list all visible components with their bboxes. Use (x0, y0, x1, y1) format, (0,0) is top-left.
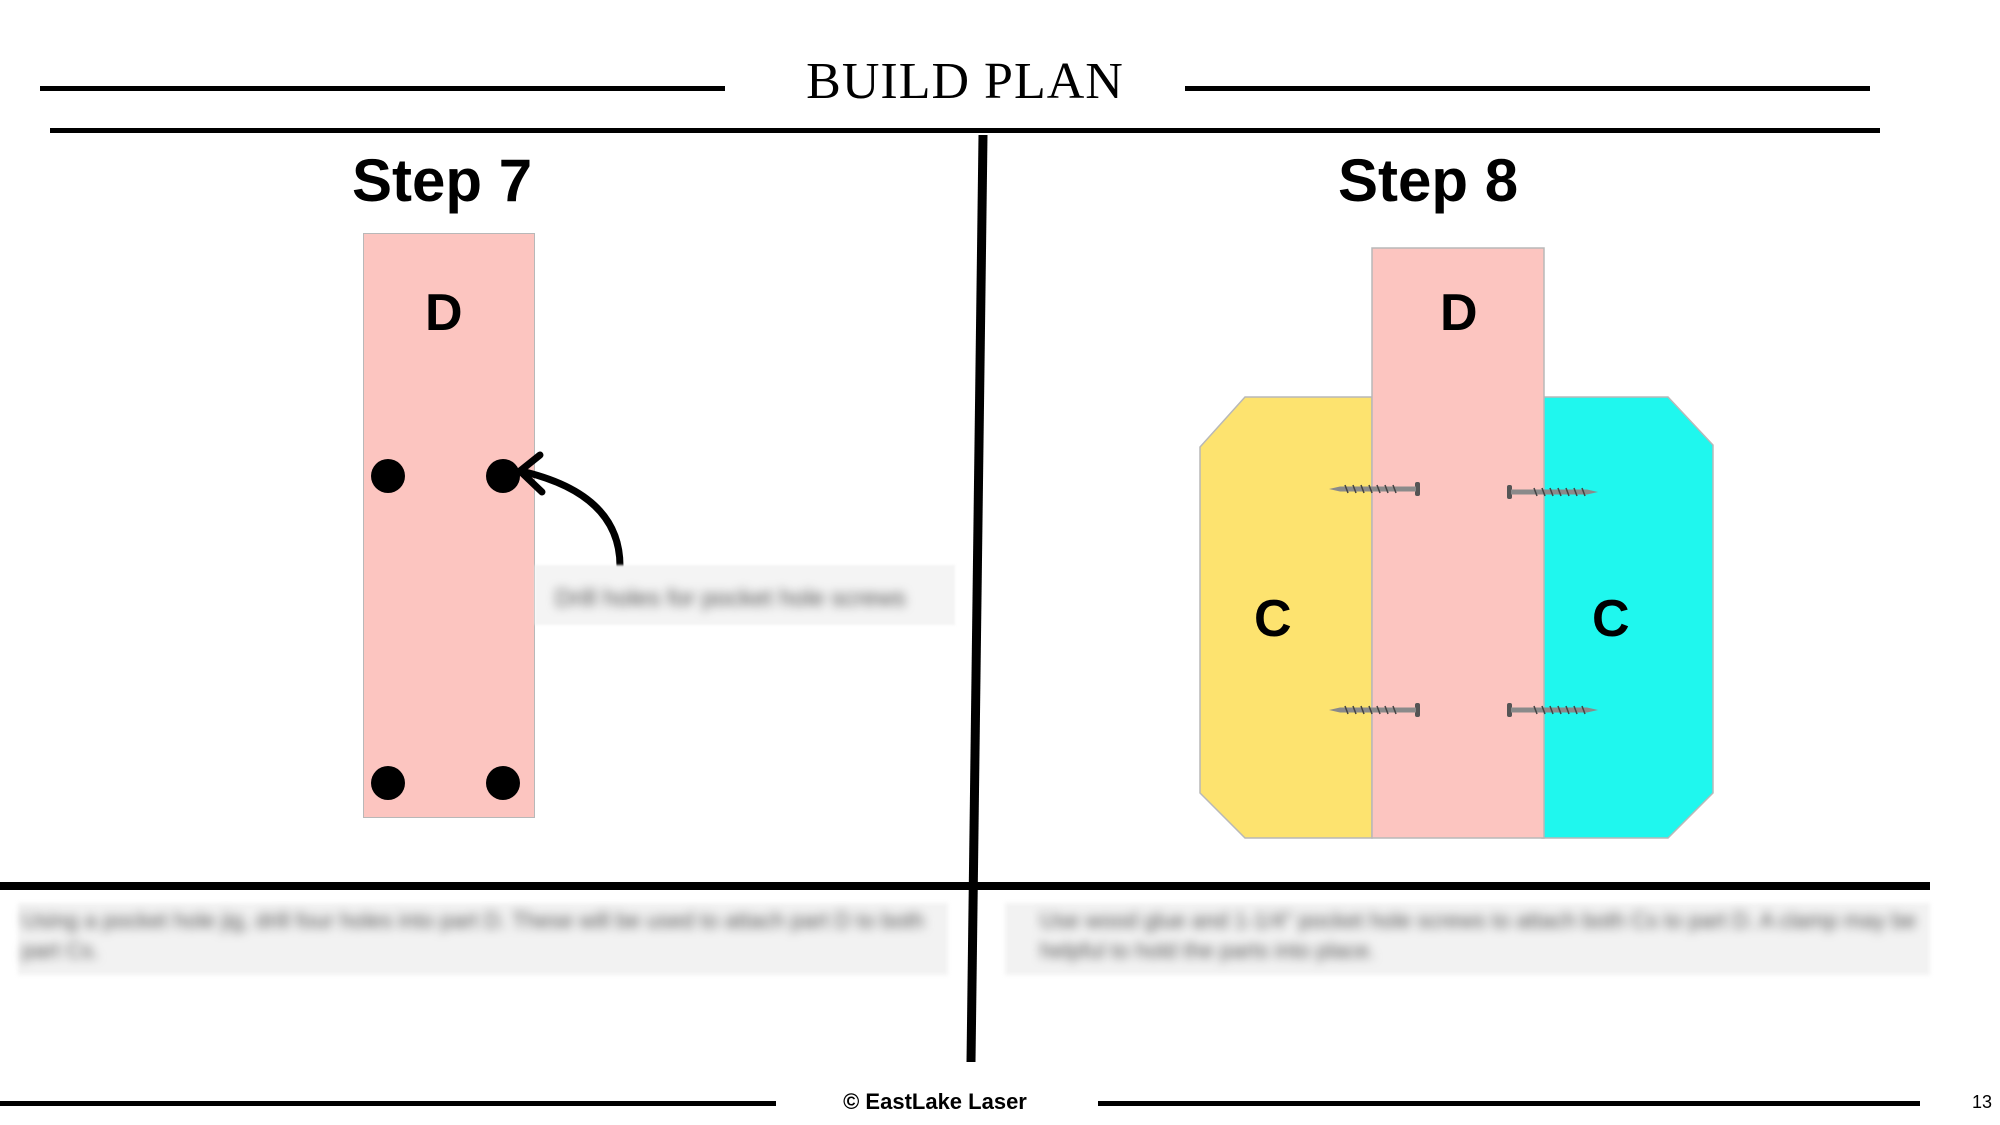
footer-rule-left (0, 1101, 776, 1106)
page-number: 13 (1972, 1092, 1993, 1112)
step-8-part-d-label: D (1440, 284, 1478, 342)
header-rule-right (1185, 86, 1870, 91)
header-rule-left (40, 86, 725, 91)
annotation-arrowhead (516, 451, 546, 496)
step-7-annotation-box (535, 565, 955, 625)
drill-hole-top-right (486, 459, 520, 493)
screw-icon (1329, 703, 1420, 717)
step-8-title: Step 8 (1338, 147, 1519, 214)
step-8-part-c-right-label: C (1592, 590, 1630, 648)
step-7-description: Using a pocket hole jig, drill four hole… (22, 908, 925, 963)
footer-copyright: © EastLake Laser (843, 1089, 1027, 1114)
header-rule-full (50, 128, 1880, 133)
screw-icon (1329, 482, 1420, 496)
step-8-part-c-left-label: C (1254, 590, 1292, 648)
drill-hole-top-left (371, 459, 405, 493)
step-7-annotation-text: Drill holes for pocket hole screws (555, 585, 906, 612)
page-title: BUILD PLAN (806, 53, 1124, 110)
step-7-description-box (18, 903, 948, 975)
screw-icon (1507, 485, 1598, 499)
step-8-description-box (1005, 903, 1930, 975)
annotation-arrow (521, 468, 624, 570)
screw-icon (1507, 703, 1598, 717)
content-bottom-rule (0, 882, 1930, 890)
drill-hole-bottom-right (486, 766, 520, 800)
footer-rule-right (1098, 1101, 1920, 1106)
step-8-description: Use wood glue and 1-1/4" pocket hole scr… (1040, 908, 1917, 963)
step-8-part-d (1371, 247, 1545, 839)
step-7-part-d-label: D (425, 284, 463, 342)
step-7-title: Step 7 (352, 147, 533, 214)
step-7-part-d (363, 233, 535, 818)
drill-hole-bottom-left (371, 766, 405, 800)
